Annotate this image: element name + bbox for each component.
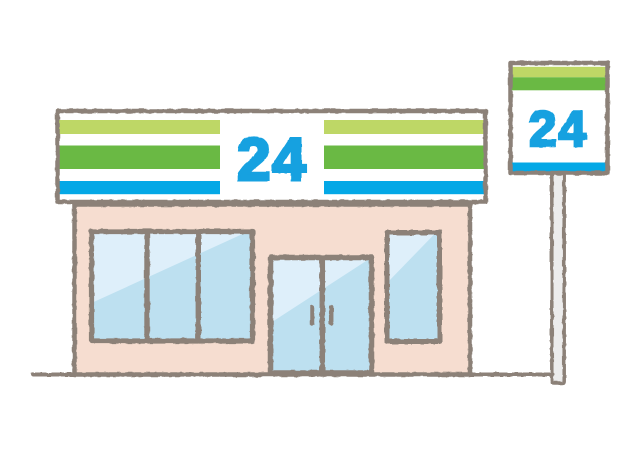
svg-text:24: 24 bbox=[237, 126, 308, 193]
svg-text:24: 24 bbox=[529, 101, 589, 157]
